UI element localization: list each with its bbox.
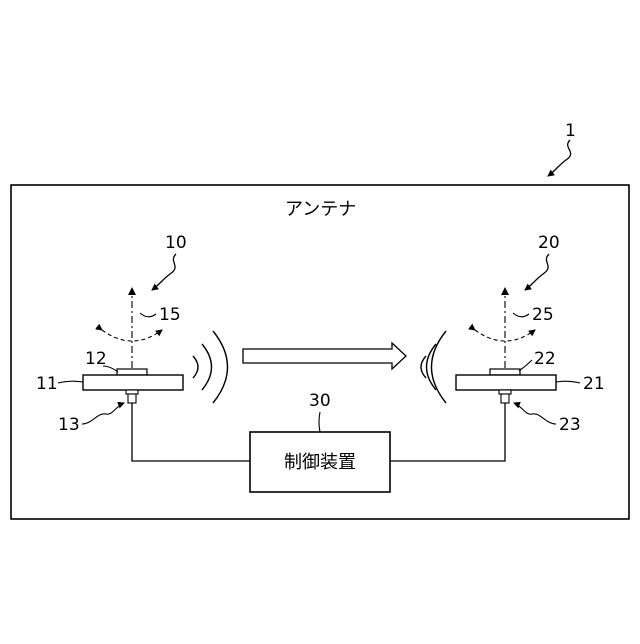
- connector-right-top: [499, 390, 511, 394]
- plate-left: [83, 375, 183, 390]
- axis-left-leader: [140, 313, 156, 317]
- connector-left-body: [128, 394, 136, 403]
- wave-right-3: [432, 331, 447, 403]
- element-right-ref: 22: [534, 349, 556, 369]
- axis-right-leader: [513, 313, 529, 317]
- transmission-arrow: [243, 343, 406, 369]
- wave-left-3: [213, 331, 228, 403]
- controller-label: 制御装置: [284, 452, 356, 473]
- connector-right-body: [501, 394, 509, 403]
- plate-right-ref: 21: [583, 374, 605, 394]
- plate-right: [456, 375, 556, 390]
- connector-left-top: [126, 390, 138, 394]
- plate-right-leader: [556, 381, 580, 383]
- connector-right-arrow: [514, 403, 556, 424]
- plate-left-ref: 11: [36, 374, 58, 394]
- controller-ref: 30: [309, 391, 331, 411]
- frame-title: アンテナ: [285, 199, 356, 220]
- wire-left: [132, 403, 250, 461]
- antenna-right: 20 25 22 21 23: [421, 233, 605, 435]
- figure-ref-arrow: [548, 140, 571, 176]
- wave-left-1: [193, 356, 198, 378]
- wave-right-1: [421, 356, 426, 378]
- element-right-leader: [519, 360, 532, 371]
- antenna-left-ref-arrow: [152, 254, 176, 290]
- controller-ref-leader: [319, 412, 320, 432]
- axis-right-ref: 25: [532, 305, 554, 325]
- figure-ref-label: 1: [565, 121, 576, 141]
- wave-left-2: [202, 344, 212, 390]
- axis-left-ref: 15: [159, 305, 181, 325]
- plate-left-leader: [58, 381, 83, 383]
- connector-right-ref: 23: [559, 415, 581, 435]
- connector-left-arrow: [82, 403, 124, 424]
- antenna-left-ref: 10: [165, 233, 187, 253]
- wire-right: [390, 403, 505, 461]
- radiating-element-left: [117, 369, 147, 375]
- antenna-right-ref: 20: [538, 233, 560, 253]
- connector-left-ref: 13: [58, 415, 80, 435]
- radiating-element-right: [490, 369, 520, 375]
- antenna-right-ref-arrow: [525, 254, 549, 290]
